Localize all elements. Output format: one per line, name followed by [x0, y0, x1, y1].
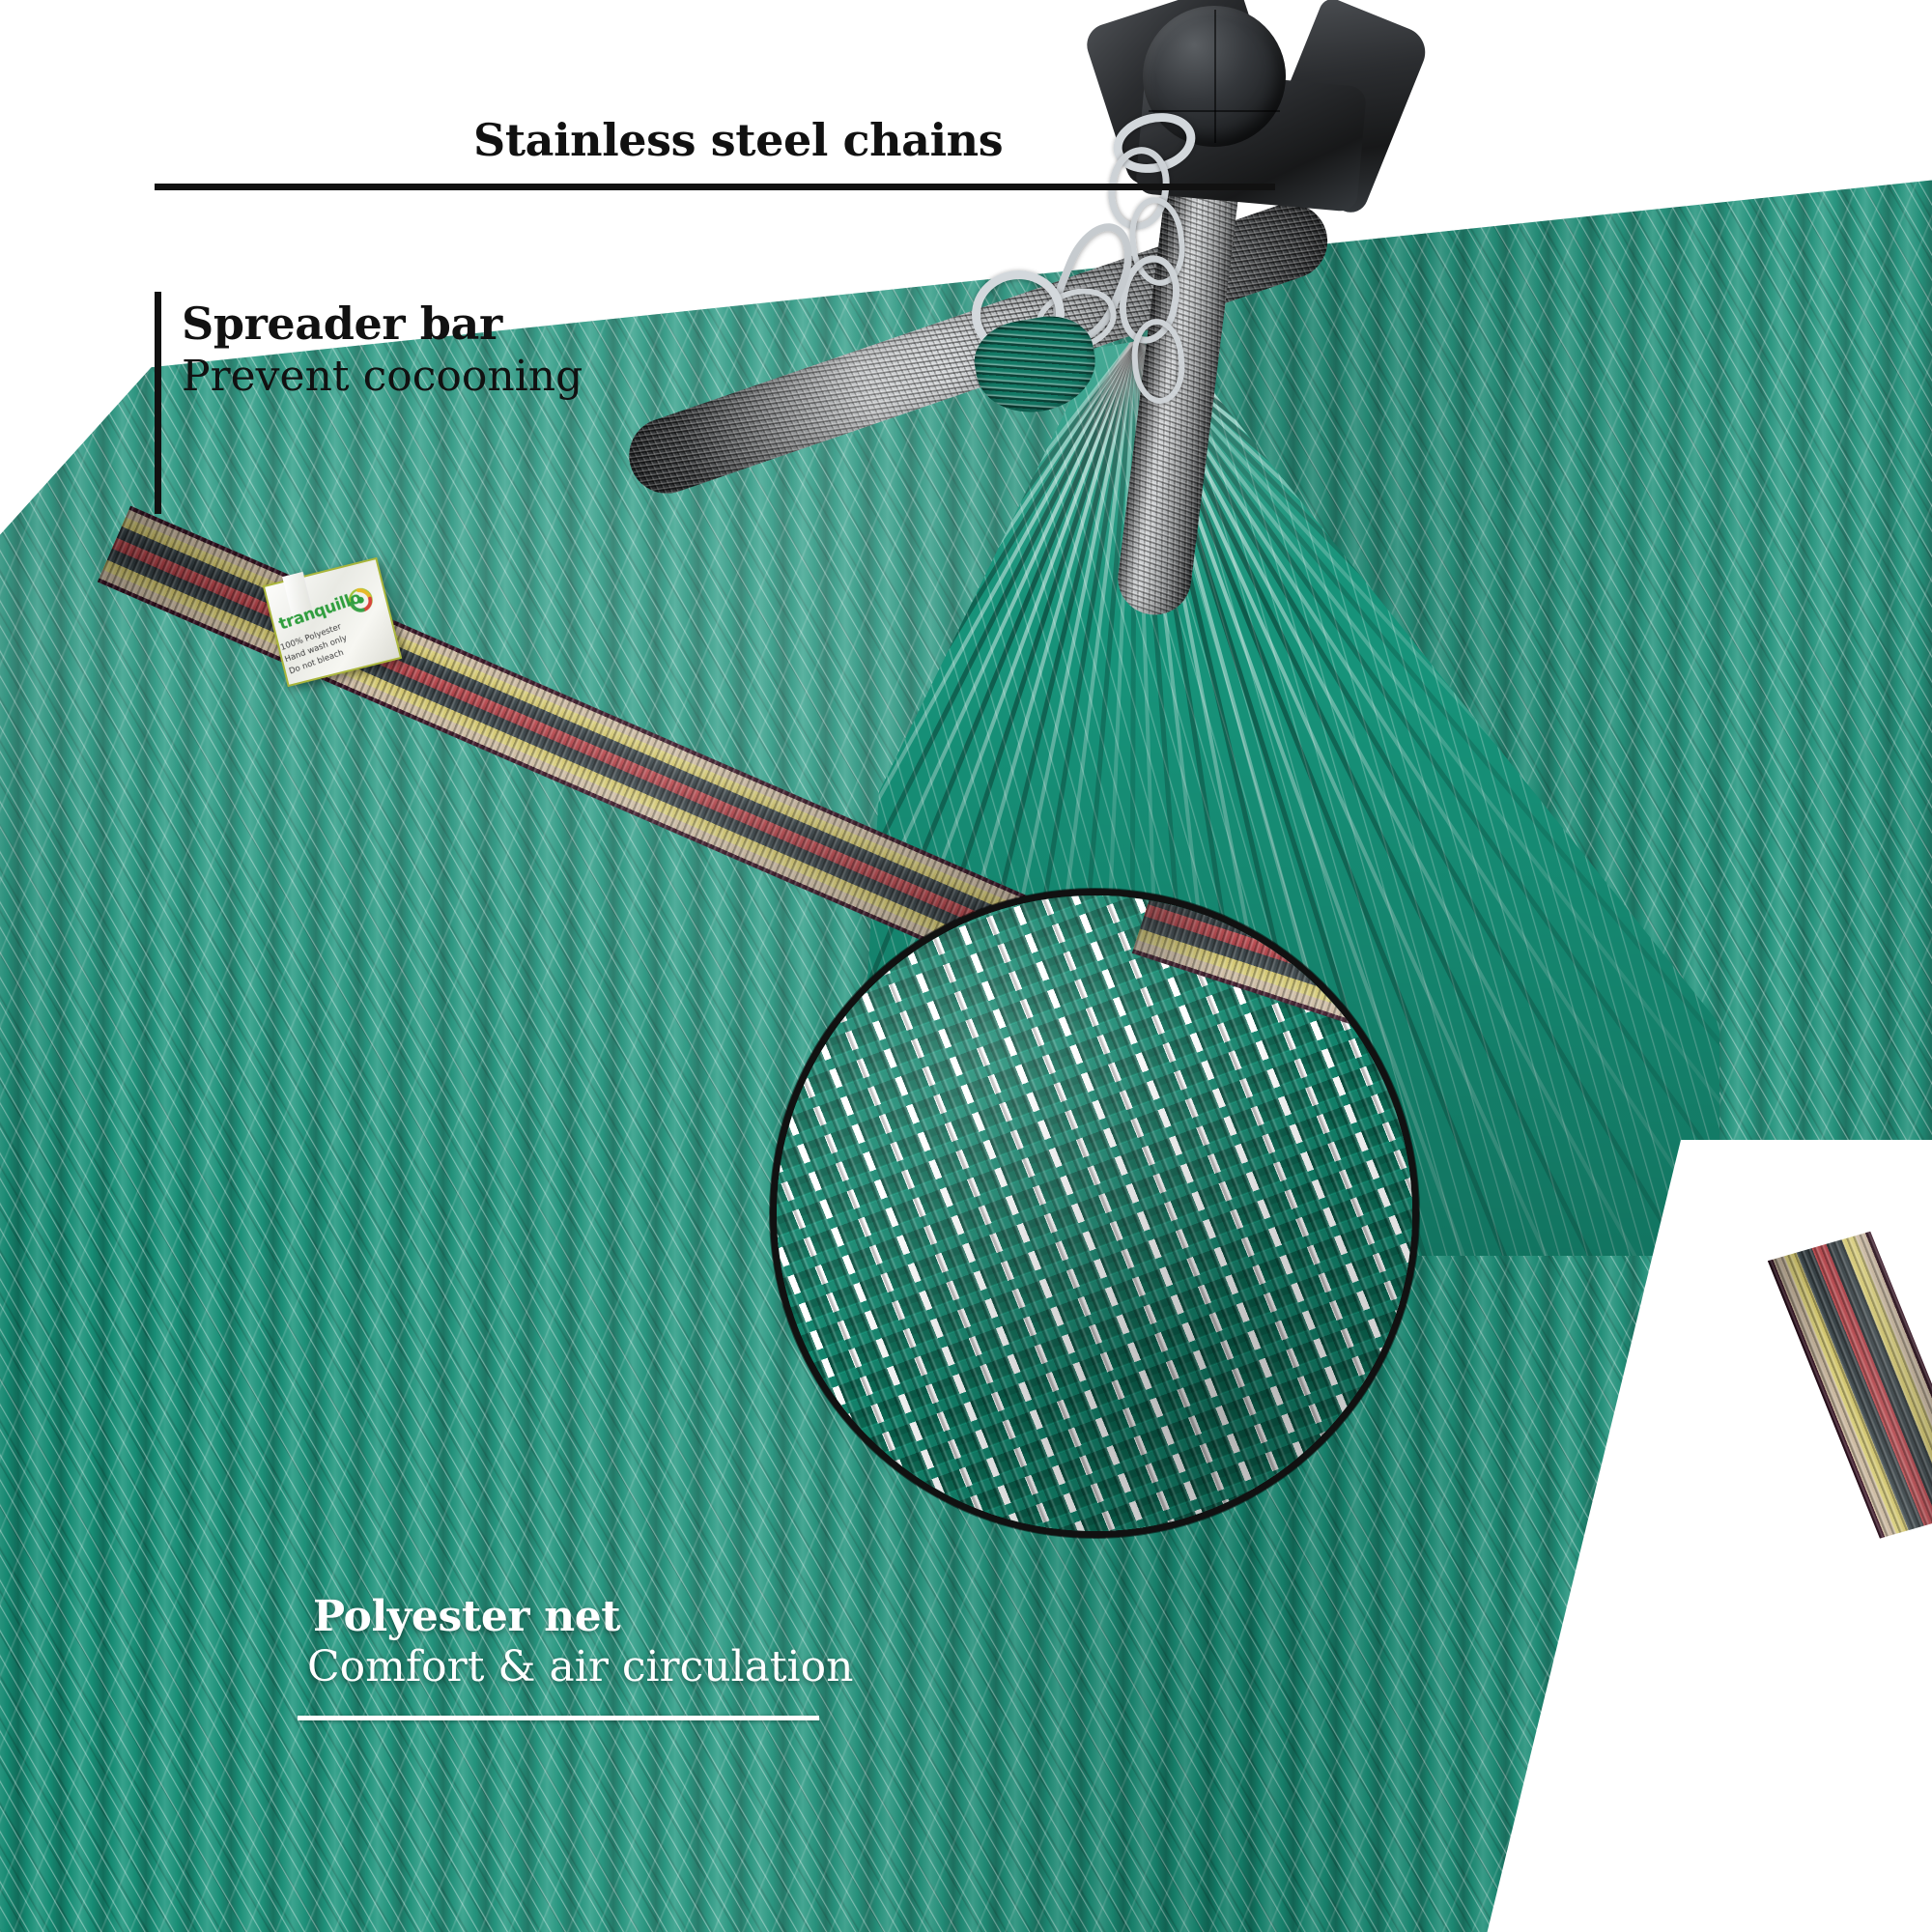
- care-label-tag: tranquillo 100% Polyester Hand wash only…: [262, 556, 403, 688]
- callout-subtitle: Comfort & air circulation: [307, 1642, 854, 1691]
- disc-seam: [1149, 110, 1280, 112]
- tranquillo-swirl-icon: [348, 587, 373, 612]
- callout-title: Spreader bar: [182, 298, 502, 350]
- disc-seam: [1214, 10, 1216, 143]
- pivot-disc: [1143, 6, 1286, 147]
- hammock-gathered-fan: [850, 290, 1719, 1256]
- callout-leader-line: [155, 184, 1275, 190]
- callout-leader-line: [298, 1716, 819, 1720]
- mesh-detail-magnifier: [770, 889, 1419, 1538]
- callout-subtitle: Prevent cocooning: [182, 352, 583, 401]
- magnifier-shading: [777, 895, 1412, 1531]
- callout-leader-line: [155, 292, 161, 514]
- callout-title: Polyester net: [313, 1592, 621, 1641]
- callout-stainless-steel-chains: Stainless steel chains: [155, 114, 1275, 190]
- callout-title: Stainless steel chains: [473, 114, 1004, 166]
